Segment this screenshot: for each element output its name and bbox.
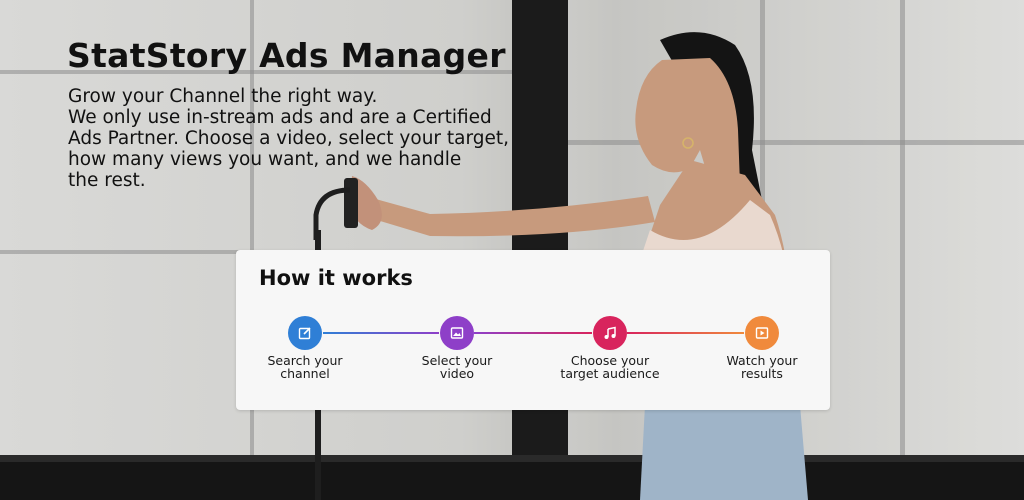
description-line: We only use in-stream ads and are a Cert… [68,107,492,128]
step-label-line: Watch your [726,353,798,368]
window-mullion [900,0,905,455]
how-it-works-title: How it works [259,266,413,290]
description-line: Grow your Channel the right way. [68,86,378,107]
step-label-line: Select your [421,353,493,368]
window-sill [0,455,1024,463]
description-line: how many views you want, and we handle [68,149,462,170]
image-icon [440,316,474,350]
step-connector [627,332,744,334]
how-it-works-card: How it works Search your channel Select … [236,250,830,410]
edit-icon [288,316,322,350]
window-frame-bottom [0,462,1024,500]
step-label-line: Choose your [570,353,650,368]
play-icon [745,316,779,350]
step-label-line: channel [280,366,330,381]
step-label: Select your video [397,354,517,380]
step-label: Watch your results [702,354,822,380]
step-label-line: Search your [267,353,343,368]
window-mullion [250,0,254,455]
step-watch-results[interactable]: Watch your results [702,316,822,380]
step-choose-audience[interactable]: Choose your target audience [550,316,670,380]
step-label: Choose your target audience [550,354,670,380]
step-connector [474,332,592,334]
description-line: the rest. [68,170,146,191]
page-title: StatStory Ads Manager [67,36,506,75]
step-label: Search your channel [245,354,365,380]
window-mullion [0,70,512,74]
step-label-line: target audience [560,366,660,381]
music-note-icon [593,316,627,350]
step-connector [323,332,439,334]
step-search-channel[interactable]: Search your channel [245,316,365,380]
step-label-line: results [741,366,783,381]
window-mullion [568,140,1024,145]
description-line: Ads Partner. Choose a video, select your… [68,128,510,149]
step-select-video[interactable]: Select your video [397,316,517,380]
hero-description: Grow your Channel the right way. We only… [68,86,518,191]
step-label-line: video [439,366,475,381]
